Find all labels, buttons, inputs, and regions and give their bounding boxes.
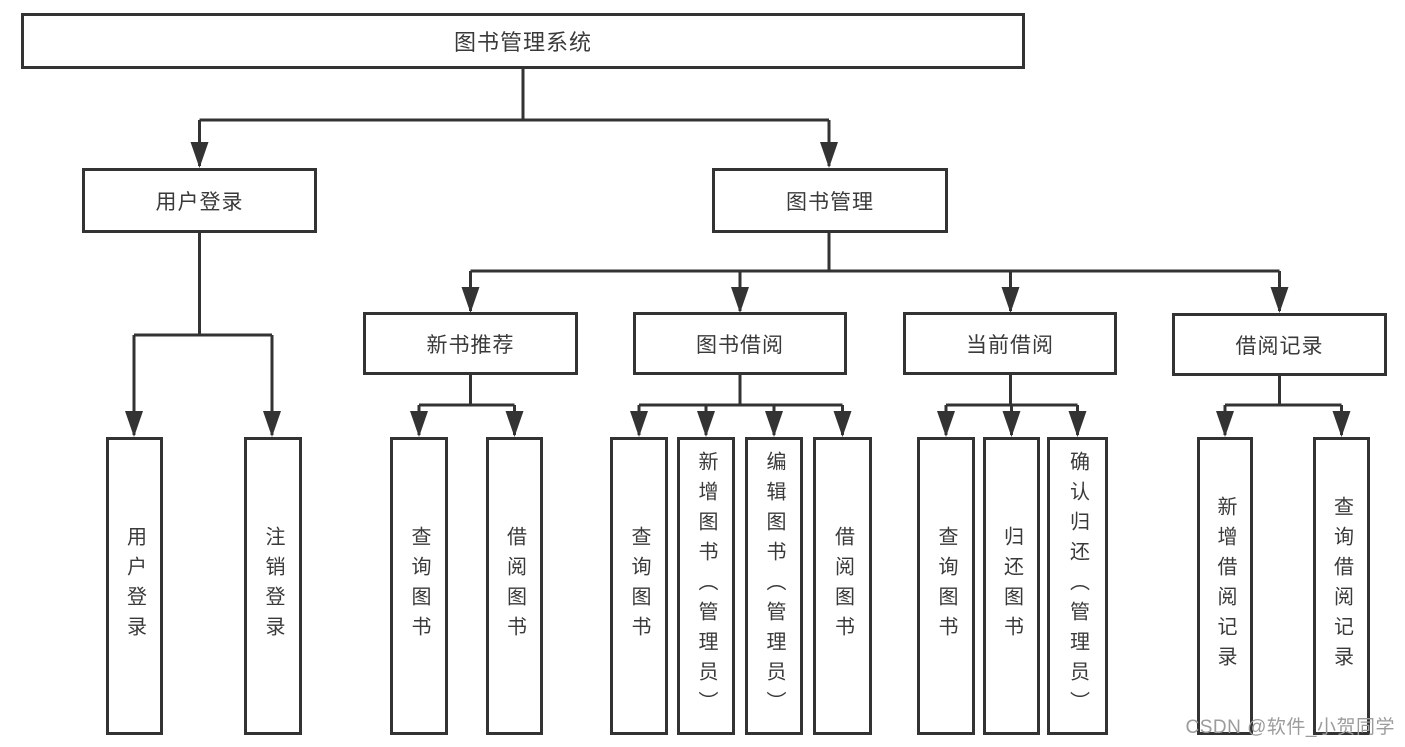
node-borrow-records-label: 借阅记录 [1235,334,1324,358]
leaf-current-confirm-return-admin-label: 确认归还（管理员） [1066,451,1089,721]
arrowhead [765,411,783,437]
leaf-borrow-edit-books-admin: 编辑图书（管理员） [745,437,803,735]
arrowhead [630,411,648,437]
leaf-newbooks-borrow-books: 借阅图书 [486,437,543,735]
leaf-user-login-label: 用户登录 [123,526,146,646]
node-root: 图书管理系统 [21,13,1025,69]
arrowhead [505,411,524,437]
leaf-newbooks-borrow-books-label: 借阅图书 [503,526,526,646]
arrowhead [1068,411,1087,437]
arrowhead [1270,287,1289,313]
arrowhead [263,411,281,437]
leaf-newbooks-query-books-label: 查询图书 [408,526,430,646]
arrowhead [1332,411,1351,437]
arrowheads [125,142,1351,437]
node-new-book-recommend-label: 新书推荐 [426,333,515,357]
leaf-borrow-add-books-admin: 新增图书（管理员） [677,437,735,735]
leaf-borrow-query-books-label: 查询图书 [628,526,650,646]
arrowhead [1002,411,1021,437]
leaf-records-add-record: 新增借阅记录 [1197,437,1253,735]
arrowhead [1216,411,1234,437]
leaf-current-return-books-label: 归还图书 [1000,526,1023,646]
arrowhead [190,142,209,168]
leaf-current-return-books: 归还图书 [983,437,1040,735]
leaf-records-add-record-label: 新增借阅记录 [1214,496,1236,676]
node-borrow-records: 借阅记录 [1172,313,1387,376]
leaf-borrow-borrow-books-label: 借阅图书 [831,526,854,646]
arrowhead [461,287,480,313]
node-root-label: 图书管理系统 [453,30,592,55]
leaf-current-query-books: 查询图书 [917,437,975,735]
arrowhead [820,142,838,168]
leaf-current-confirm-return-admin: 确认归还（管理员） [1047,437,1108,735]
leaf-logout-label: 注销登录 [262,526,284,646]
node-new-book-recommend: 新书推荐 [363,312,578,375]
arrowhead [697,411,715,437]
leaf-borrow-query-books: 查询图书 [610,437,668,735]
arrowhead [125,411,143,437]
arrowhead [937,411,955,437]
arrowhead [731,287,749,313]
leaf-borrow-borrow-books: 借阅图书 [813,437,872,735]
leaf-records-query-record: 查询借阅记录 [1313,437,1370,735]
leaf-current-query-books-label: 查询图书 [935,526,957,646]
node-book-borrow: 图书借阅 [633,312,847,375]
node-current-borrow: 当前借阅 [903,312,1117,375]
node-user-login: 用户登录 [82,168,317,233]
node-book-management: 图书管理 [712,168,948,233]
leaf-borrow-edit-books-admin-label: 编辑图书（管理员） [763,451,785,721]
node-user-login-label: 用户登录 [155,190,244,214]
arrowhead [833,411,852,437]
node-book-management-label: 图书管理 [786,190,874,214]
leaf-borrow-add-books-admin-label: 新增图书（管理员） [695,451,717,721]
arrowhead [410,411,428,437]
arrowhead [1001,287,1020,313]
leaf-user-login: 用户登录 [106,437,163,735]
leaf-logout: 注销登录 [244,437,302,735]
node-current-borrow-label: 当前借阅 [966,333,1054,357]
csdn-watermark: CSDN @软件_小贺同学 [1185,717,1395,738]
leaf-records-query-record-label: 查询借阅记录 [1330,496,1353,676]
connector-lines [132,68,1343,435]
node-book-borrow-label: 图书借阅 [696,333,784,357]
leaf-newbooks-query-books: 查询图书 [390,437,448,735]
